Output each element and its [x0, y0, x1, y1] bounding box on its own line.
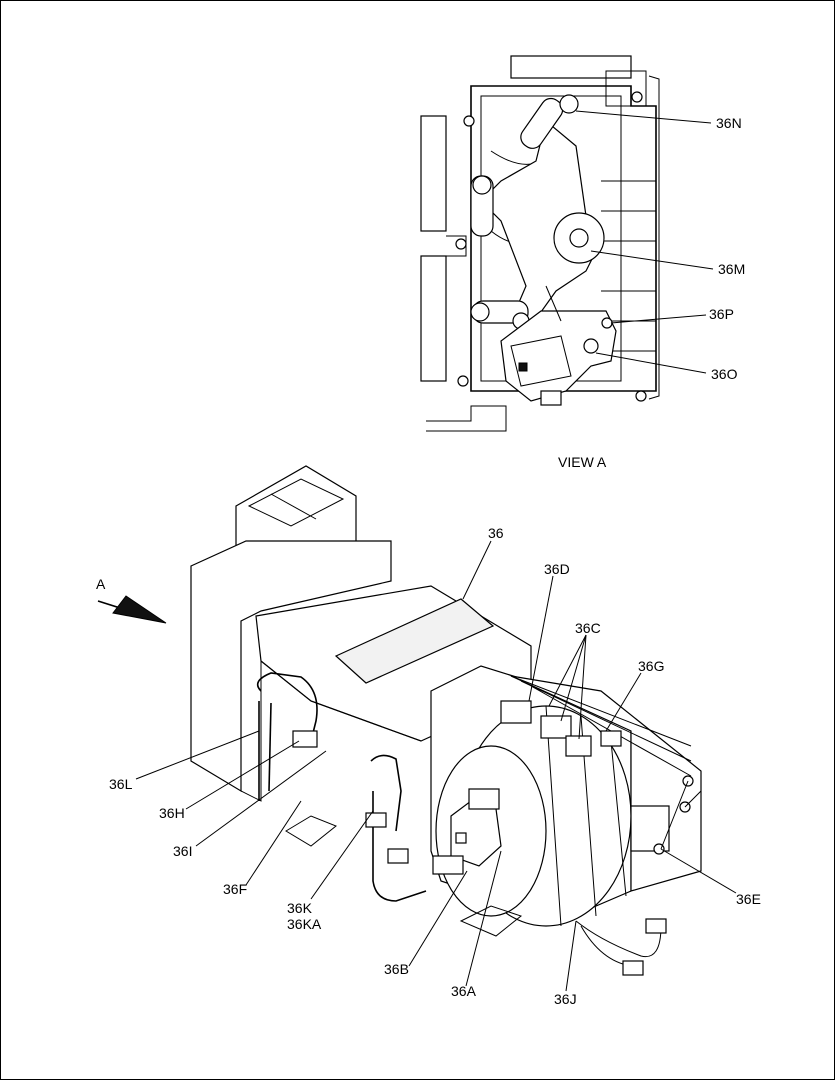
callout-36M: 36M: [718, 261, 745, 277]
view-caption: VIEW A: [558, 454, 607, 470]
callout-36KA: 36KA: [287, 916, 322, 932]
callout-36O: 36O: [711, 366, 738, 382]
screw-icons: [455, 91, 647, 402]
callout-36P: 36P: [709, 306, 734, 322]
callout-36B: 36B: [384, 961, 409, 977]
view-a-detail: [420, 55, 660, 432]
labels: VIEW A A 36N 36M 36P 36O 36 36D 36C 36G …: [96, 115, 761, 1007]
callout-36F: 36F: [223, 881, 247, 897]
callout-leaders: [135, 540, 737, 992]
callout-36A: 36A: [451, 983, 477, 999]
callout-36E: 36E: [736, 891, 761, 907]
callout-36K: 36K: [287, 900, 313, 916]
callout-36J: 36J: [554, 991, 577, 1007]
callout-36D: 36D: [544, 561, 570, 577]
callout-36: 36: [488, 525, 504, 541]
main-assembly: [190, 465, 702, 976]
callout-36L: 36L: [109, 776, 133, 792]
view-arrow: [97, 595, 167, 624]
callout-36C: 36C: [575, 620, 601, 636]
callout-36G: 36G: [638, 658, 664, 674]
view-a-leaders: [575, 110, 714, 374]
callout-36H: 36H: [159, 805, 185, 821]
callout-36N: 36N: [716, 115, 742, 131]
callout-36I: 36I: [173, 843, 192, 859]
arrow-label: A: [96, 576, 106, 592]
